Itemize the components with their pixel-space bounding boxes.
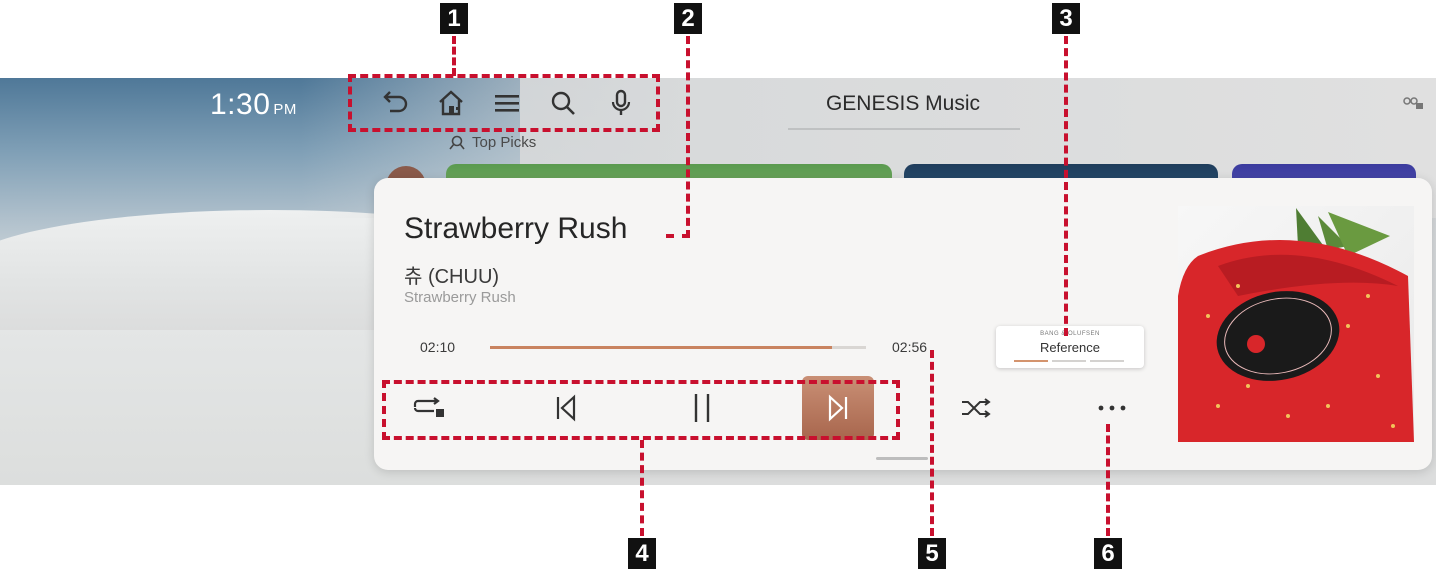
back-icon[interactable] — [378, 86, 412, 120]
album-art — [1178, 206, 1414, 442]
callout-badge-1: 1 — [440, 3, 468, 34]
song-title: Strawberry Rush — [404, 212, 628, 245]
callout-badge-3: 3 — [1052, 3, 1080, 34]
top-picks-icon — [449, 135, 465, 149]
next-button[interactable] — [802, 376, 874, 440]
sound-level-segment — [1090, 360, 1124, 362]
clock-time: 1:30 — [210, 88, 271, 121]
callout-line-6 — [1106, 424, 1110, 536]
artist-name: 츄 (CHUU) — [404, 266, 500, 288]
connectivity-icon — [1402, 96, 1424, 115]
more-icon — [1098, 405, 1126, 411]
sound-mode-button[interactable]: BANG & OLUFSEN Reference — [996, 326, 1144, 368]
microphone-icon[interactable] — [604, 86, 638, 120]
repeat-icon — [413, 397, 444, 417]
progress-bar[interactable] — [490, 346, 866, 349]
top-picks-label: Top Picks — [472, 134, 537, 151]
sound-mode-label: Reference — [1040, 340, 1100, 355]
top-picks-header[interactable]: Top Picks — [448, 134, 536, 151]
callout-box-toolbar — [348, 74, 660, 132]
previous-icon — [556, 394, 576, 422]
app-title-underline — [788, 128, 1020, 130]
callout-badge-4: 4 — [628, 538, 656, 569]
pause-icon — [694, 394, 710, 422]
drag-handle[interactable] — [876, 457, 928, 460]
sound-level-bars — [1014, 360, 1124, 362]
sound-brand: BANG & OLUFSEN — [1040, 331, 1100, 337]
album-name: Strawberry Rush — [404, 289, 516, 306]
callout-box-playback-controls — [382, 380, 900, 440]
callout-line-4 — [640, 440, 644, 536]
callout-badge-5: 5 — [918, 538, 946, 569]
shuffle-icon — [962, 398, 991, 418]
next-icon — [828, 394, 848, 422]
callout-line-2-tick — [666, 234, 690, 238]
callout-badge-6: 6 — [1094, 538, 1122, 569]
top-toolbar — [350, 78, 658, 130]
pause-button[interactable] — [672, 378, 732, 438]
elapsed-time: 02:10 — [420, 339, 456, 355]
callout-line-5 — [930, 350, 934, 536]
home-icon[interactable] — [434, 86, 468, 120]
callout-line-2 — [686, 36, 690, 238]
clock-ampm: PM — [273, 101, 297, 118]
callout-badge-2: 2 — [674, 3, 702, 34]
menu-icon[interactable] — [490, 86, 524, 120]
app-title: GENESIS Music — [825, 92, 981, 115]
search-icon[interactable] — [546, 86, 580, 120]
callout-line-3 — [1064, 36, 1068, 336]
sound-level-segment — [1014, 360, 1048, 362]
more-options-button[interactable] — [1082, 378, 1142, 438]
previous-button[interactable] — [536, 378, 596, 438]
shuffle-button[interactable] — [946, 378, 1006, 438]
callout-line-1 — [452, 36, 456, 76]
now-playing-card: Strawberry Rush 츄 (CHUU) Strawberry Rush… — [374, 178, 1432, 470]
sound-level-segment — [1052, 360, 1086, 362]
total-duration: 02:56 — [892, 339, 928, 355]
progress-fill — [490, 346, 833, 349]
repeat-button[interactable] — [398, 378, 458, 438]
